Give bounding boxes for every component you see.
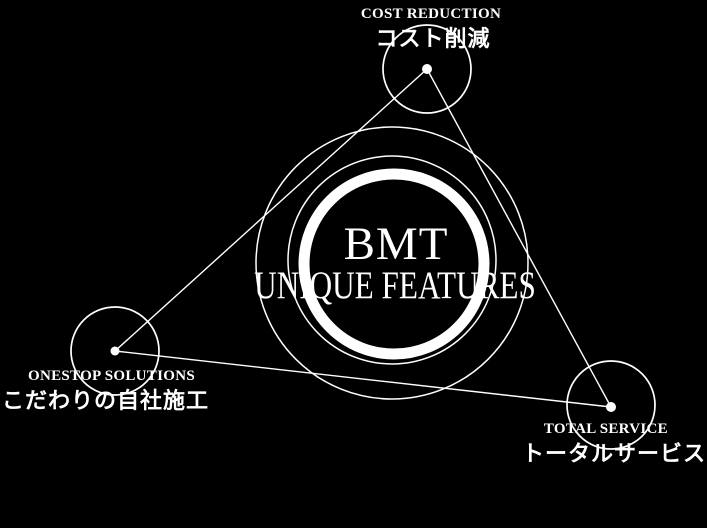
emblem-outer-circle (255, 126, 529, 400)
total-service-label-ja: トータルサービス (521, 442, 706, 467)
onestop-solutions-label-ja: こだわりの自社施工 (2, 389, 210, 414)
node-circle-total-service (566, 360, 656, 450)
total-service-label-en: TOTAL SERVICE (543, 421, 668, 437)
node-dot-total-service (606, 402, 616, 412)
emblem-thick-ring (298, 168, 490, 360)
triangle-edge-left-to-right (114, 350, 612, 408)
triangle-edge-top-to-right (426, 68, 612, 408)
cost-reduction-label-ja: コスト削減 (375, 27, 491, 52)
emblem-title: BMT (343, 218, 449, 270)
node-circle-onestop-solutions (70, 306, 160, 396)
node-circle-cost-reduction (382, 24, 472, 114)
emblem-subtitle: UNIQUE FEATURES (254, 264, 536, 307)
onestop-solutions-label-en: ONESTOP SOLUTIONS (28, 368, 195, 384)
emblem-middle-circle (287, 155, 497, 365)
node-dot-onestop-solutions (110, 346, 120, 356)
triangle-edge-top-to-left (114, 68, 428, 352)
cost-reduction-label-en: COST REDUCTION (360, 6, 502, 22)
node-dot-cost-reduction (422, 64, 432, 74)
